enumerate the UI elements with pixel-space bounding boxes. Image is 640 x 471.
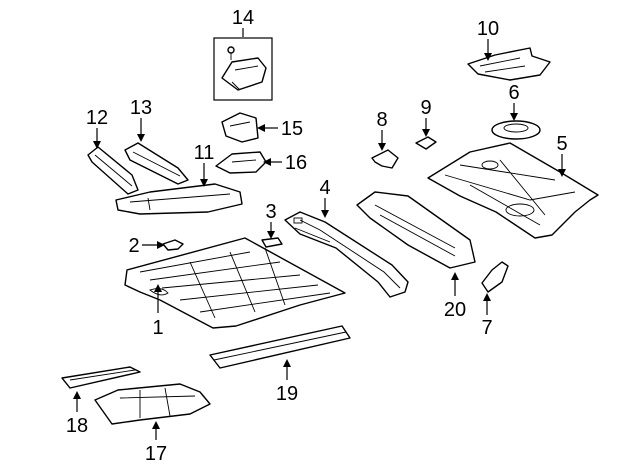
callout-2: 2: [128, 235, 139, 257]
callout-5: 5: [556, 133, 567, 155]
callout-19: 19: [276, 383, 298, 405]
callout-17: 17: [145, 443, 167, 465]
callout-14: 14: [232, 7, 254, 29]
part-19-rocker: [209, 325, 351, 369]
part-15-bracket: [221, 112, 259, 143]
part-6-round-cap: [491, 120, 541, 140]
part-9-clip: [415, 136, 437, 150]
callout-18: 18: [66, 415, 88, 437]
callout-15: 15: [281, 118, 303, 140]
part-18-side-rail: [61, 366, 141, 389]
callout-8: 8: [376, 109, 387, 131]
part-3-plate: [261, 237, 283, 248]
callout-12: 12: [86, 107, 108, 129]
part-8-bracket: [371, 149, 399, 169]
part-10-panel: [467, 47, 551, 81]
callout-labels: 1 2 3 4 5 6 7 8 9 10 11 12 13 14 15 16 1…: [66, 7, 568, 465]
part-16-bracket: [215, 151, 267, 174]
part-2-bracket: [162, 239, 184, 251]
callout-3: 3: [265, 201, 276, 223]
callout-1: 1: [152, 317, 163, 339]
part-1-front-floor-pan: [124, 237, 346, 329]
callout-7: 7: [481, 317, 492, 339]
leader-lines: [73, 28, 566, 440]
callout-20: 20: [444, 299, 466, 321]
part-13-rail: [124, 142, 189, 185]
callout-10: 10: [477, 18, 499, 40]
callout-6: 6: [508, 82, 519, 104]
part-5-rear-floor-pan: [427, 142, 599, 239]
part-14-bracket-box: [213, 37, 273, 101]
part-20-side-member: [356, 191, 476, 269]
callout-13: 13: [130, 97, 152, 119]
callout-11: 11: [194, 142, 215, 164]
callout-4: 4: [319, 177, 330, 199]
part-17-floor-section: [94, 383, 211, 425]
part-11-crossmember: [115, 183, 243, 215]
part-4-tunnel-reinforcement: [284, 211, 409, 298]
callout-16: 16: [285, 152, 307, 174]
callout-9: 9: [420, 97, 431, 119]
part-7-bracket: [481, 261, 509, 293]
